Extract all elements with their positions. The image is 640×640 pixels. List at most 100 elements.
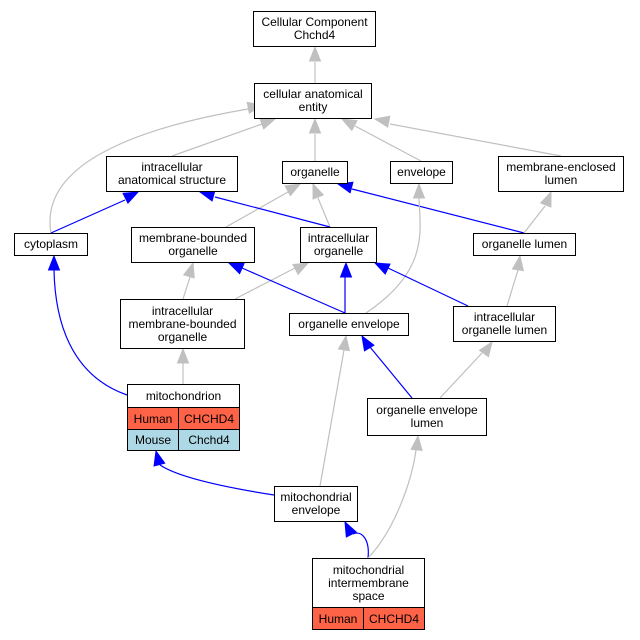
edge-cytoplasm-to-ias-arrowhead	[122, 191, 140, 205]
edge-iol-to-io	[387, 267, 469, 307]
edge-mis-to-menv-arrowhead	[344, 520, 358, 538]
node-organelle[interactable]: organelle	[282, 161, 348, 184]
edge-imbo-to-mbo	[182, 276, 191, 300]
edge-menv-to-mito-arrowhead	[153, 449, 166, 467]
node-line: mitochondrial	[280, 490, 352, 504]
edge-oel-to-iol-arrowhead	[478, 340, 493, 358]
node-intracellular-organelle[interactable]: intracellular organelle	[300, 227, 377, 263]
node-cellular-anatomical-entity[interactable]: cellular anatomical entity	[254, 83, 372, 119]
node-line: cellular anatomical	[263, 87, 363, 101]
node-envelope[interactable]: envelope	[390, 161, 453, 184]
edge-oe-to-envelope	[365, 197, 421, 314]
node-line: anatomical structure	[117, 173, 227, 187]
gene-cell: CHCHD4	[363, 608, 424, 629]
node-line: Chchd4	[293, 28, 336, 42]
node-intracellular-anatomical-structure[interactable]: intracellular anatomical structure	[106, 156, 238, 192]
node-line: lumen	[544, 173, 578, 187]
edge-mito-to-cytoplasm	[53, 269, 128, 396]
species-cell: Mouse	[134, 433, 172, 447]
edge-mis-to-oel-arrowhead	[410, 434, 423, 452]
node-organelle-envelope[interactable]: organelle envelope	[289, 313, 409, 336]
node-intracellular-organelle-lumen[interactable]: intracellular organelle lumen	[453, 306, 556, 342]
edge-io-to-organelle	[317, 197, 331, 228]
edge-io-to-ias	[214, 196, 331, 228]
edge-ol-to-mel-arrowhead	[539, 190, 552, 208]
edge-cae-to-cc-arrowhead	[308, 45, 322, 62]
edge-envelope-to-cae	[354, 125, 422, 162]
node-line: envelope	[397, 165, 446, 179]
node-mitochondrion[interactable]: mitochondrion Human CHCHD4 Mouse Chchd4	[127, 384, 240, 451]
edge-iol-to-ol	[506, 269, 519, 307]
edge-imbo-to-mbo-arrowhead	[182, 261, 195, 279]
edge-oe-to-mbo	[241, 267, 346, 314]
edge-imbo-to-io	[234, 267, 296, 300]
gene-row-human: Human CHCHD4	[313, 608, 424, 629]
node-line: organelle	[313, 244, 364, 258]
gene-row-human: Human CHCHD4	[128, 408, 239, 429]
node-membrane-bounded-organelle[interactable]: membrane-bounded organelle	[131, 227, 255, 263]
edge-cytoplasm-to-cae	[49, 107, 255, 234]
node-line: organelle	[157, 329, 208, 344]
node-line: organelle envelope	[298, 317, 400, 331]
gene-cell: Chchd4	[178, 430, 239, 450]
node-line: mitochondrial	[332, 562, 405, 577]
node-line: organelle lumen	[481, 237, 568, 251]
node-mitochondrial-intermembrane-space[interactable]: mitochondrial intermembrane space Human …	[312, 558, 425, 630]
node-line: organelle	[290, 165, 340, 179]
node-membrane-enclosed-lumen[interactable]: membrane-enclosed lumen	[498, 156, 624, 192]
edge-ol-to-mel	[523, 205, 546, 234]
node-line: cytoplasm	[23, 237, 79, 251]
node-line: membrane-bounded	[128, 316, 237, 331]
node-line: intracellular	[307, 231, 370, 245]
edge-mbo-to-organelle	[225, 191, 289, 228]
node-line: membrane-enclosed	[506, 160, 616, 174]
edge-ias-to-cae-arrowhead	[259, 118, 277, 130]
node-line: organelle envelope	[376, 403, 478, 417]
node-line: space	[352, 588, 385, 603]
node-intracellular-membrane-bounded-organelle[interactable]: intracellular membrane-bounded organelle	[120, 299, 245, 349]
node-title: mitochondrion	[128, 385, 239, 408]
edge-mis-to-oel	[367, 449, 417, 559]
edge-cytoplasm-to-ias	[50, 199, 126, 234]
node-cytoplasm[interactable]: cytoplasm	[14, 233, 88, 256]
node-line: intracellular	[141, 160, 203, 174]
node-line: entity	[298, 100, 328, 114]
edge-oe-to-mbo-arrowhead	[227, 262, 245, 275]
node-organelle-envelope-lumen[interactable]: organelle envelope lumen	[367, 398, 487, 436]
edge-organelle-to-cae-arrowhead	[308, 117, 322, 134]
node-organelle-lumen[interactable]: organelle lumen	[473, 233, 576, 256]
edge-iol-to-ol-arrowhead	[511, 254, 525, 272]
edge-imbo-to-io-arrowhead	[292, 262, 310, 276]
gene-row-mouse: Mouse Chchd4	[128, 429, 239, 450]
node-line: organelle lumen	[461, 323, 548, 337]
node-line: Cellular Component	[261, 15, 368, 29]
edge-oe-to-envelope-arrowhead	[412, 182, 426, 199]
node-line: intermembrane	[328, 575, 409, 590]
edge-mel-to-cae-arrowhead	[373, 115, 391, 128]
species-cell: Human	[318, 611, 358, 626]
gene-cell: CHCHD4	[178, 408, 239, 429]
edge-ias-to-cae	[171, 123, 263, 157]
node-line: lumen	[410, 416, 444, 430]
node-line: membrane-bounded	[138, 231, 248, 245]
edge-mito-to-imbo-arrowhead	[176, 347, 190, 364]
node-line: organelle	[168, 244, 218, 258]
edge-mito-to-cytoplasm-arrowhead	[47, 254, 61, 271]
edge-mel-to-cae	[389, 123, 562, 157]
node-line: intracellular	[151, 303, 214, 318]
edge-envelope-to-cae-arrowhead	[340, 118, 358, 132]
edge-ol-to-organelle	[351, 188, 525, 234]
edge-oe-to-io-arrowhead	[339, 261, 353, 278]
node-cellular-component-chchd4[interactable]: Cellular Component Chchd4	[253, 11, 376, 47]
edge-mis-to-menv	[352, 532, 369, 559]
edge-iol-to-io-arrowhead	[373, 262, 391, 275]
node-line: intracellular	[473, 310, 536, 324]
edge-menv-to-oe	[319, 349, 345, 487]
edge-menv-to-mito	[159, 464, 275, 496]
edge-menv-to-oe-arrowhead	[337, 334, 351, 352]
node-line: mitochondrion	[145, 388, 222, 403]
edge-mbo-to-organelle-arrowhead	[284, 183, 302, 197]
node-mitochondrial-envelope[interactable]: mitochondrial envelope	[274, 486, 358, 522]
